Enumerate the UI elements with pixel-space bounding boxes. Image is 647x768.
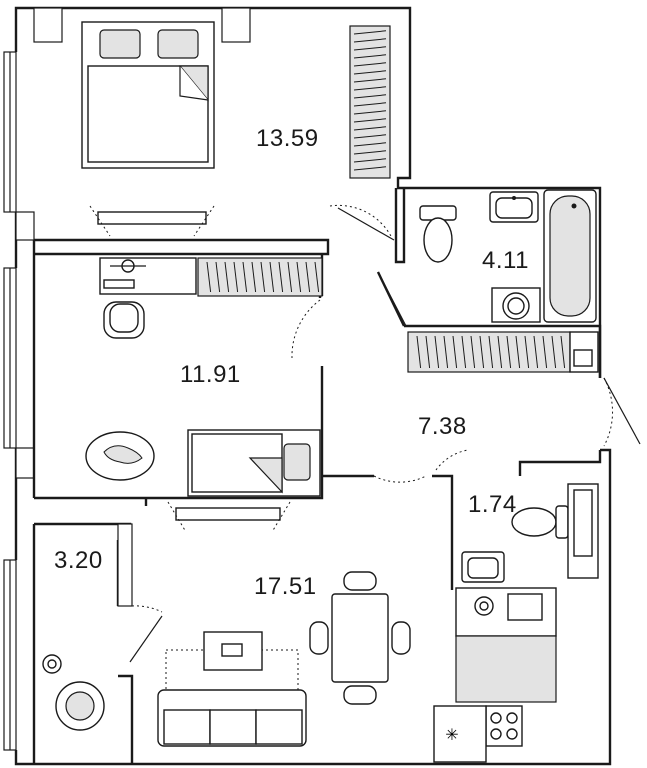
area-label-hallway: 7.38 (418, 413, 467, 440)
area-label-toilet: 1.74 (468, 491, 517, 518)
sink-icon (461, 551, 505, 583)
wardrobe-hatch (353, 30, 387, 171)
wardrobe-icon (567, 483, 599, 579)
area-label-bedroom-1: 13.59 (256, 125, 319, 152)
tv-icon (89, 205, 215, 237)
room-labels: 13.59 4.11 11.91 7.38 1.74 3.20 17.51 (54, 125, 529, 600)
toilet-icon (511, 505, 569, 539)
chair-icon (103, 301, 145, 339)
sofa-icon (157, 689, 307, 747)
sink-icon (489, 191, 539, 223)
window-icon (3, 51, 17, 751)
wardrobe-hatch (416, 335, 566, 369)
area-label-balcony: 3.20 (54, 547, 103, 574)
area-label-bathroom: 4.11 (482, 247, 529, 274)
area-label-living-kitchen: 17.51 (254, 573, 317, 600)
svg-text:✳: ✳ (445, 725, 458, 744)
plant-icon (42, 654, 62, 674)
dining-table-icon (309, 571, 411, 705)
tv-icon (167, 501, 291, 533)
wardrobe-hatch (206, 261, 320, 293)
plant-icon: ✳ (445, 725, 458, 744)
bed-icon (187, 429, 321, 497)
stove-icon (433, 587, 557, 763)
toilet-icon (419, 205, 457, 263)
exterior-walls (14, 6, 612, 766)
laptop-icon (203, 631, 263, 671)
rug-icon (85, 431, 155, 481)
wardrobe-icon (197, 257, 323, 297)
door-icon (129, 204, 641, 663)
pillow-icon (99, 29, 199, 59)
washing-machine-icon (491, 287, 541, 323)
desk-icon (99, 257, 197, 295)
area-label-bedroom-2: 11.91 (180, 361, 241, 388)
chair-icon (55, 681, 105, 731)
bathtub-icon (543, 189, 597, 323)
